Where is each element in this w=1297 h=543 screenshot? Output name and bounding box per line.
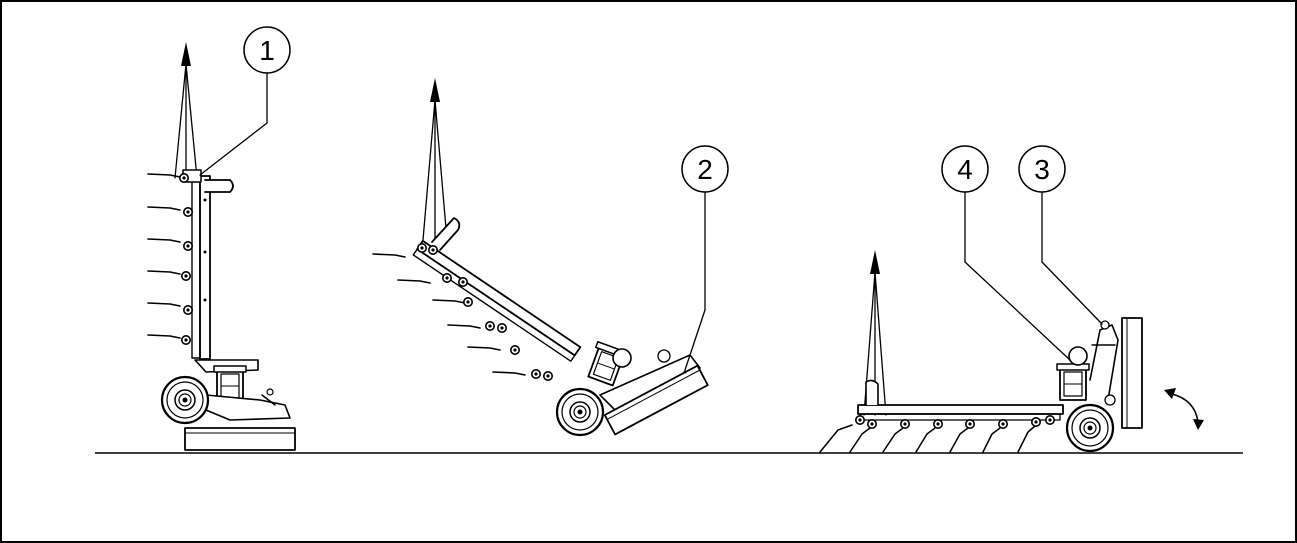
callout-1: 1 [199, 26, 291, 176]
rotation-arrow [1164, 388, 1204, 430]
machine-lowered [819, 250, 1204, 453]
callout-4: 4 [941, 145, 1071, 361]
callout-3-label: 3 [1034, 154, 1050, 185]
lifting-arrow [422, 78, 448, 241]
callout-2: 2 [681, 145, 729, 371]
callout-4-label: 4 [957, 154, 973, 185]
callout-3: 3 [1018, 145, 1103, 325]
callout-2-label: 2 [697, 154, 713, 185]
lifting-arrow [174, 42, 198, 179]
machine-tilted [372, 78, 709, 437]
machine-upright [147, 42, 296, 451]
callout-1-label: 1 [259, 35, 275, 66]
